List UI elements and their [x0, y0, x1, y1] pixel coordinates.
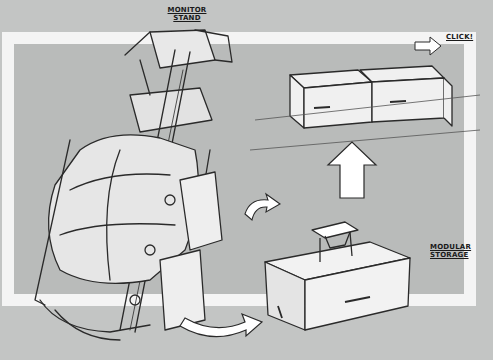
- modular-box-sketch: [265, 222, 410, 330]
- rotate-arrow: [245, 194, 280, 220]
- storage-pair-sketch: [290, 66, 452, 128]
- action-label: CLICK!: [446, 33, 488, 41]
- stack-arrow: [328, 142, 376, 198]
- floor-lines: [250, 95, 480, 150]
- click-arrow: [415, 37, 441, 55]
- transition-arrow: [180, 314, 262, 337]
- part-label: MODULAR STORAGE: [430, 243, 488, 259]
- monitor-stand-sketch: [35, 30, 232, 340]
- part-label: MONITOR STAND: [158, 6, 216, 22]
